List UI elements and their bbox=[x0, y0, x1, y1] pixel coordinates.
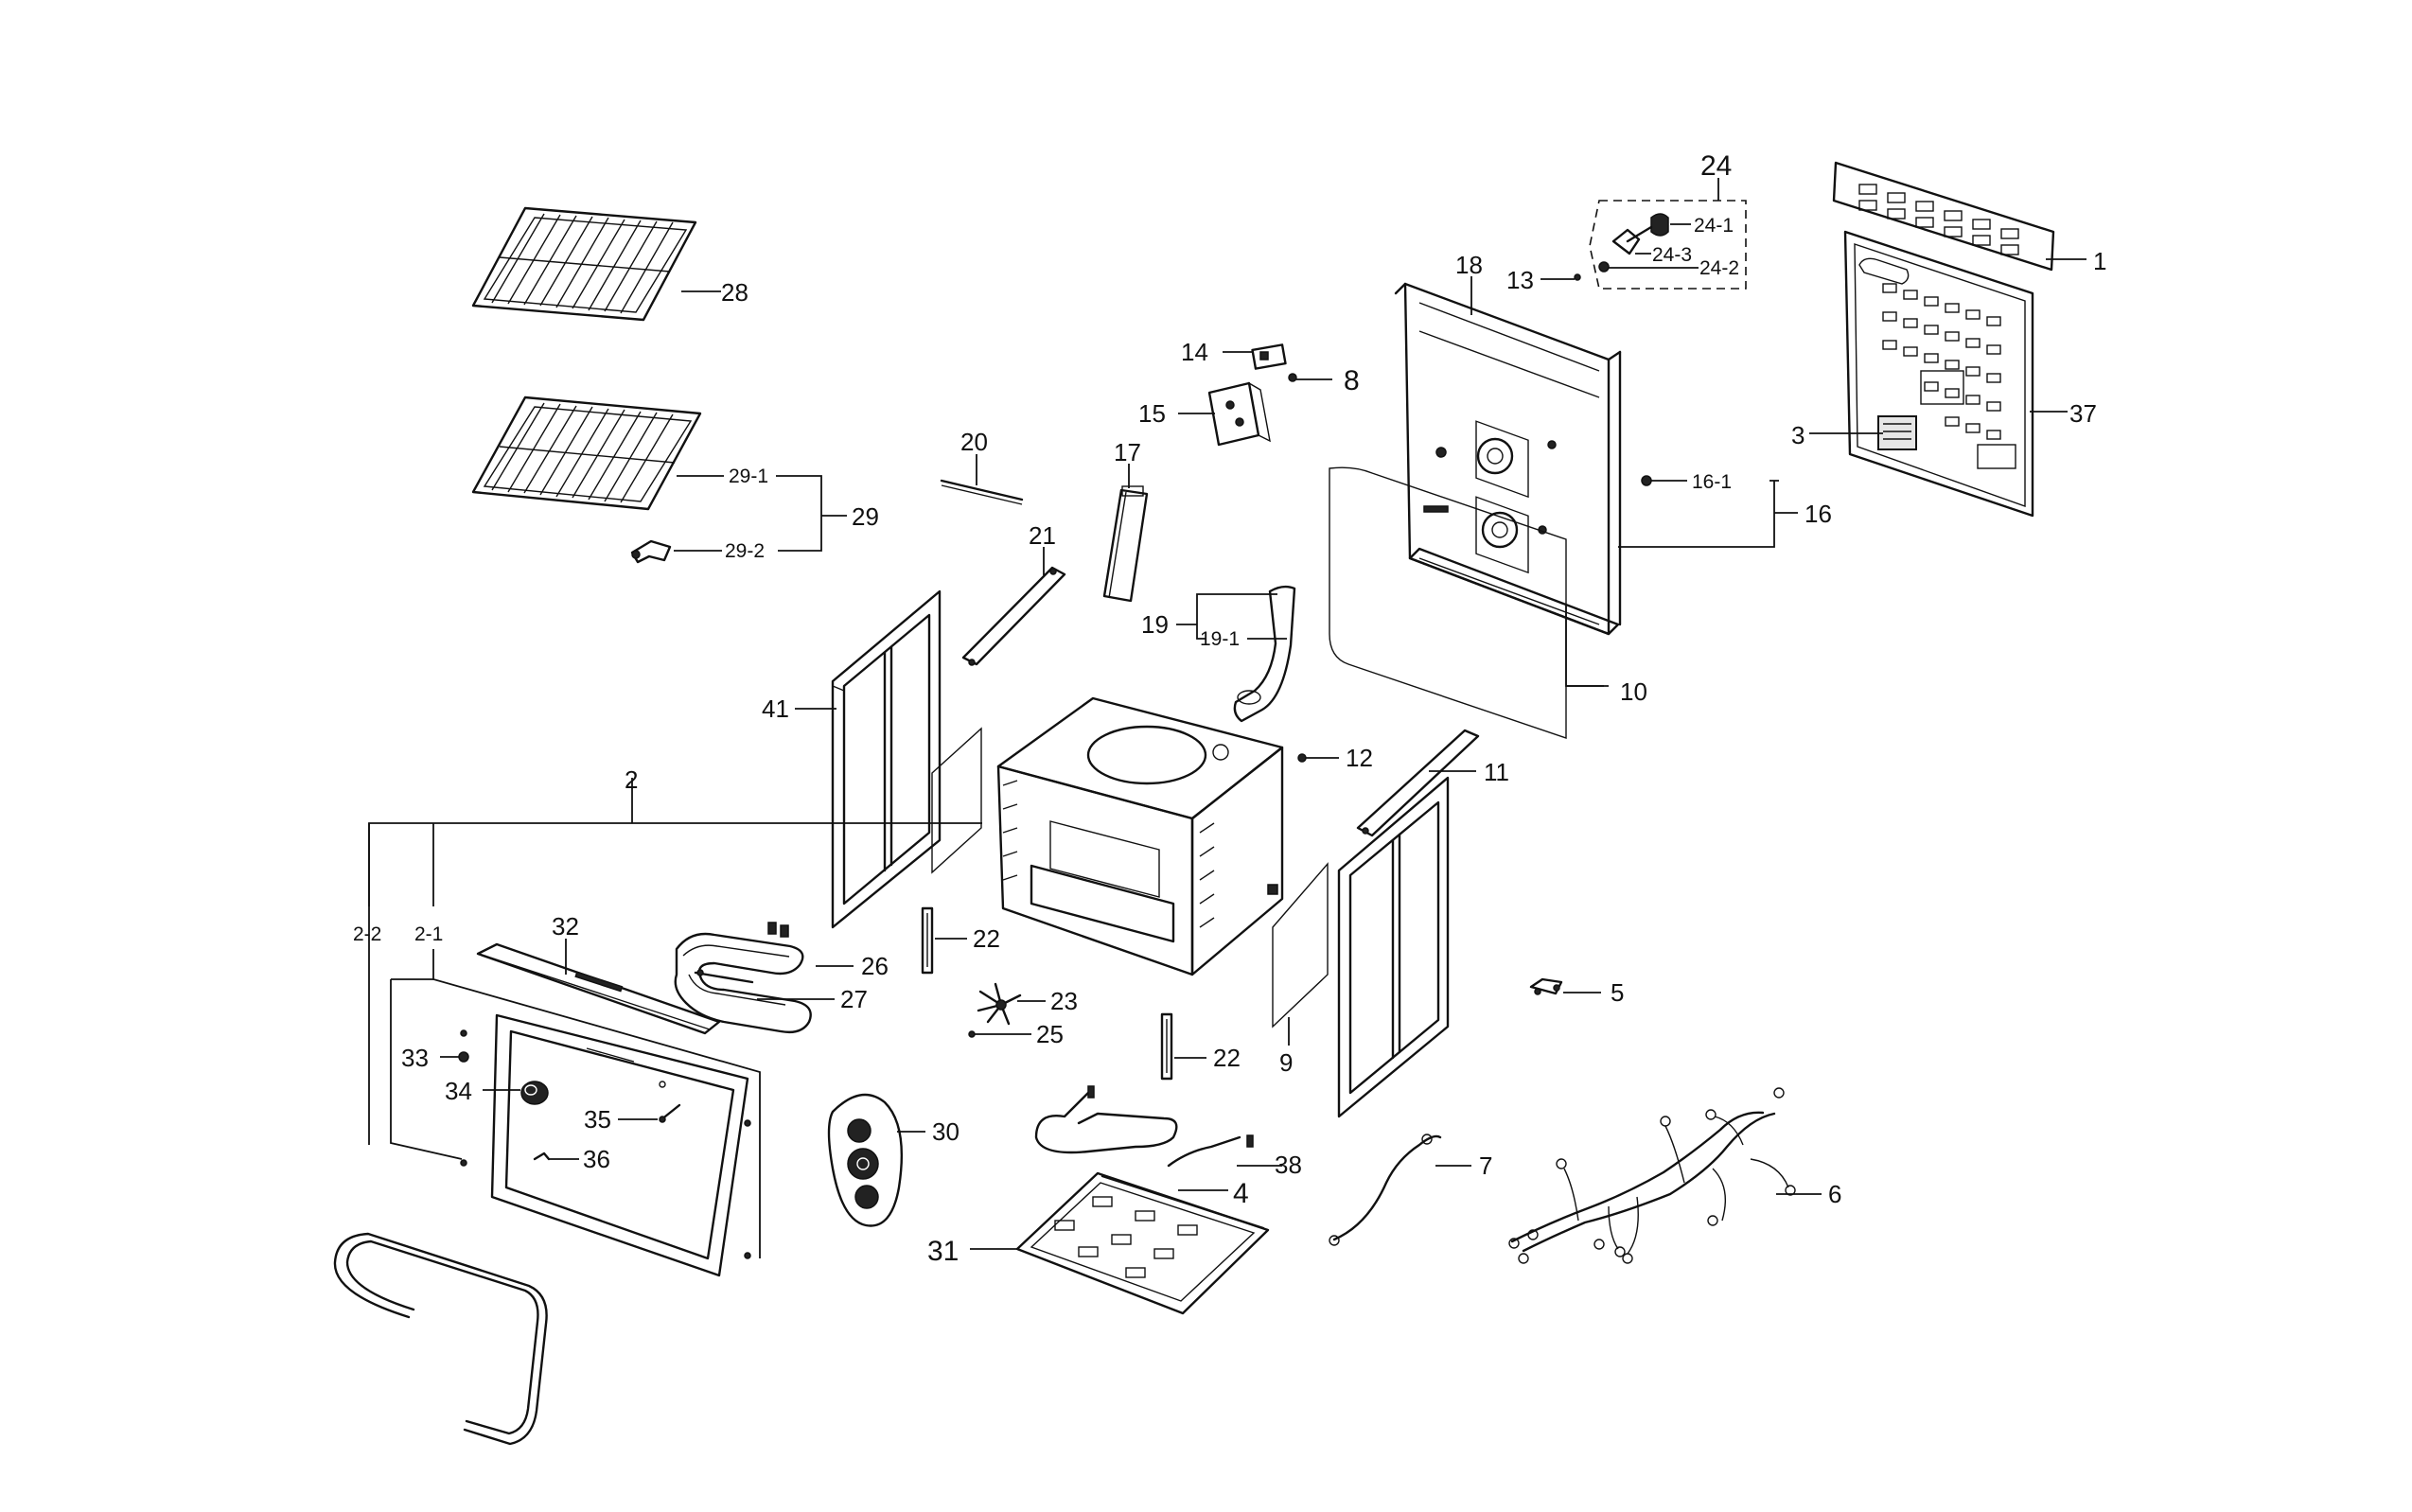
callout-20: 20 bbox=[960, 428, 988, 456]
oven-door-part-2-1 bbox=[490, 1013, 749, 1277]
callout-31: 31 bbox=[927, 1236, 959, 1267]
callout-16: 16 bbox=[1805, 500, 1832, 528]
part-12 bbox=[1297, 753, 1307, 763]
callout-2: 2 bbox=[625, 765, 638, 794]
knob-part-34 bbox=[520, 1081, 549, 1105]
callout-18: 18 bbox=[1455, 251, 1483, 279]
convection-heater-part-30 bbox=[827, 1093, 904, 1227]
callout-19-1: 19-1 bbox=[1200, 628, 1240, 650]
thermostat-part-24 bbox=[1598, 213, 1669, 273]
callout-16-1: 16-1 bbox=[1692, 471, 1732, 493]
callout-23: 23 bbox=[1050, 987, 1078, 1015]
fan-blade-part-23 bbox=[977, 982, 1022, 1026]
callout-24-3: 24-3 bbox=[1652, 244, 1692, 266]
callout-32: 32 bbox=[552, 912, 579, 941]
part-36 bbox=[533, 1152, 551, 1161]
callout-22-lower: 22 bbox=[1213, 1044, 1241, 1072]
callout-8: 8 bbox=[1344, 365, 1360, 396]
bracket-part-11 bbox=[1356, 729, 1480, 837]
part-25 bbox=[968, 1030, 976, 1038]
oven-rack-part-29-1 bbox=[471, 396, 702, 511]
side-panel-part-41 bbox=[831, 589, 942, 929]
heating-element-part-26 bbox=[674, 922, 812, 1034]
insulation-sheet-part-9 bbox=[1272, 862, 1329, 1029]
callout-19: 19 bbox=[1141, 610, 1169, 639]
callout-4: 4 bbox=[1233, 1178, 1249, 1209]
callout-5: 5 bbox=[1611, 978, 1624, 1007]
vent-duct-part-17 bbox=[1102, 485, 1149, 603]
callout-6: 6 bbox=[1828, 1180, 1841, 1208]
part-35 bbox=[659, 1103, 681, 1123]
callout-17: 17 bbox=[1114, 438, 1141, 466]
door-gasket-part-2-2 bbox=[333, 1232, 548, 1446]
oven-floor-part-31 bbox=[1015, 1171, 1270, 1315]
callout-28: 28 bbox=[721, 278, 748, 307]
callout-7: 7 bbox=[1479, 1152, 1492, 1180]
rear-cover-part-1 bbox=[1832, 161, 2055, 272]
callout-38: 38 bbox=[1275, 1151, 1302, 1179]
bracket-part-21 bbox=[961, 566, 1066, 666]
wire-harness-part-6 bbox=[1508, 1087, 1796, 1264]
insulation-part-19 bbox=[1233, 585, 1296, 723]
callout-24: 24 bbox=[1700, 150, 1732, 182]
callout-34: 34 bbox=[445, 1077, 472, 1105]
part-16-1 bbox=[1641, 475, 1652, 486]
callout-10: 10 bbox=[1620, 677, 1647, 706]
callout-37: 37 bbox=[2069, 399, 2097, 428]
callout-2-1: 2-1 bbox=[414, 923, 443, 945]
oven-rack-part-28 bbox=[471, 206, 697, 322]
oven-cavity bbox=[996, 696, 1284, 976]
bracket-part-27 bbox=[694, 969, 754, 984]
rear-frame-part-18 bbox=[1394, 282, 1622, 636]
callout-25: 25 bbox=[1036, 1020, 1064, 1048]
door-trim-part-32 bbox=[476, 942, 721, 1035]
rear-insulation-part-10 bbox=[1329, 466, 1567, 739]
callout-12: 12 bbox=[1346, 744, 1373, 772]
callout-30: 30 bbox=[932, 1117, 960, 1146]
callout-21: 21 bbox=[1029, 521, 1056, 550]
callout-2-2: 2-2 bbox=[353, 923, 381, 945]
callout-3: 3 bbox=[1791, 421, 1805, 449]
callout-27: 27 bbox=[840, 985, 868, 1013]
callout-29-2: 29-2 bbox=[725, 540, 765, 562]
switch-part-14 bbox=[1251, 343, 1287, 370]
strip-part-22-upper bbox=[921, 906, 934, 975]
part-33 bbox=[458, 1029, 469, 1063]
strip-part-22-lower bbox=[1160, 1012, 1173, 1081]
control-board-part-15 bbox=[1207, 381, 1271, 447]
callout-11: 11 bbox=[1484, 758, 1509, 786]
callout-13: 13 bbox=[1506, 266, 1534, 294]
callout-33: 33 bbox=[401, 1044, 429, 1072]
callout-36: 36 bbox=[583, 1145, 610, 1173]
callout-9: 9 bbox=[1279, 1048, 1293, 1077]
callout-26: 26 bbox=[861, 952, 889, 980]
callout-35: 35 bbox=[584, 1105, 611, 1134]
rear-panel-part-37 bbox=[1843, 230, 2034, 518]
callout-14: 14 bbox=[1181, 338, 1208, 366]
rack-slide-part-29-2 bbox=[630, 539, 672, 564]
callout-41: 41 bbox=[762, 694, 789, 723]
callout-24-2: 24-2 bbox=[1699, 257, 1739, 279]
bake-element-part-4 bbox=[1034, 1085, 1254, 1168]
bracket-part-5 bbox=[1529, 977, 1563, 995]
part-8 bbox=[1288, 373, 1297, 382]
callout-1: 1 bbox=[2093, 247, 2106, 275]
side-panel-right bbox=[1337, 776, 1450, 1118]
rod-part-20 bbox=[940, 479, 1024, 505]
insulation-sheet-left bbox=[931, 727, 982, 874]
part-13 bbox=[1574, 273, 1581, 281]
callout-29: 29 bbox=[852, 502, 879, 531]
callout-24-1: 24-1 bbox=[1694, 215, 1734, 237]
callout-29-1: 29-1 bbox=[729, 466, 768, 487]
door-screws bbox=[460, 1119, 751, 1259]
callout-22-upper: 22 bbox=[973, 924, 1000, 953]
callout-15: 15 bbox=[1138, 399, 1166, 428]
wire-part-7 bbox=[1329, 1134, 1442, 1246]
